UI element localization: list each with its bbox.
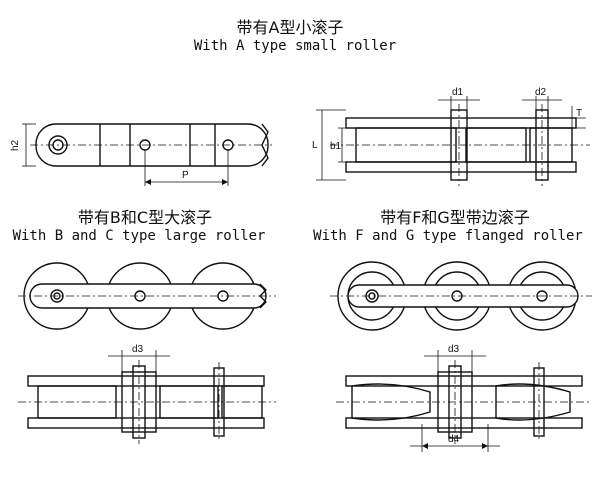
dim-label-h2: h2: [10, 139, 21, 151]
caption-bc-en: With B and C type large roller: [12, 228, 266, 244]
dim-label-d2: d2: [535, 87, 547, 98]
dim-label-d1: d1: [452, 87, 464, 98]
caption-fg-en: With F and G type flanged roller: [313, 228, 583, 244]
bc-type-top-view: [18, 350, 276, 444]
dim-label-d3-fg: d3: [448, 344, 460, 355]
dim-label-b1: b1: [330, 141, 342, 152]
a-type-side-view: [22, 123, 272, 186]
caption-a-en: With A type small roller: [193, 38, 397, 54]
caption-a-cn: 带有A型小滚子: [236, 18, 344, 37]
dim-label-p: P: [182, 170, 189, 181]
a-type-top-view: [316, 96, 590, 186]
caption-bc-cn: 带有B和C型大滚子: [77, 208, 213, 227]
fg-type-side-view: [330, 261, 592, 331]
dim-label-t: T: [576, 108, 582, 119]
dim-label-d4: d4: [448, 434, 460, 445]
fg-type-top-view: [336, 350, 592, 452]
bc-type-side-view: [18, 262, 276, 330]
caption-fg-cn: 带有F和G型带边滚子: [380, 208, 530, 227]
dim-label-l: L: [312, 140, 318, 151]
dim-label-d3-bc: d3: [132, 344, 144, 355]
